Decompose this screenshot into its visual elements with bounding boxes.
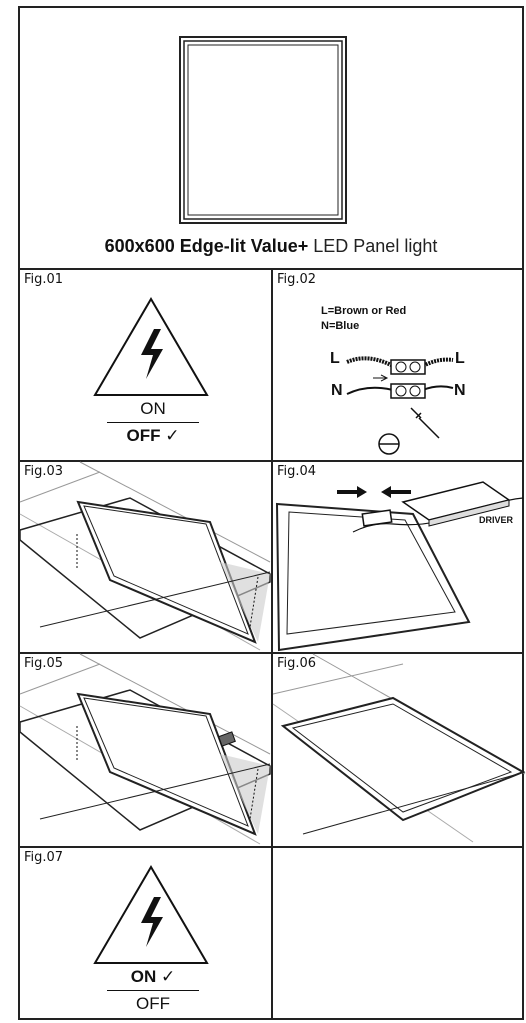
fig01-rule bbox=[107, 422, 199, 423]
n-right: N bbox=[454, 382, 466, 399]
fig01-off-text: OFF bbox=[126, 426, 161, 445]
fig02-label: Fig.02 bbox=[277, 272, 317, 287]
driver-box-icon bbox=[401, 481, 511, 527]
fig07-on-row: ON ✓ bbox=[101, 966, 205, 988]
fig04-label: Fig.04 bbox=[277, 464, 317, 479]
fig03-label: Fig.03 bbox=[24, 464, 64, 479]
fig01-on-text: ON bbox=[140, 399, 166, 418]
panel-light-icon bbox=[179, 36, 347, 224]
column-divider bbox=[271, 268, 273, 1020]
l-right: L bbox=[455, 350, 465, 367]
l-left: L bbox=[330, 350, 340, 367]
fig05-label: Fig.05 bbox=[24, 656, 64, 671]
product-title-bold: 600x600 Edge-lit Value+ bbox=[104, 236, 309, 256]
fig07-switch: ON ✓ OFF bbox=[101, 966, 205, 1015]
product-title: 600x600 Edge-lit Value+ LED Panel light bbox=[18, 236, 524, 257]
fig05-install-diagram bbox=[19, 653, 271, 845]
fig07-rule bbox=[107, 990, 199, 991]
product-title-light: LED Panel light bbox=[308, 236, 438, 256]
fig07-label: Fig.07 bbox=[24, 850, 64, 865]
fig03-install-diagram bbox=[19, 461, 271, 651]
check-icon: ✓ bbox=[165, 426, 180, 445]
legend-n: N=Blue bbox=[321, 320, 360, 332]
fig06-installed-panel bbox=[272, 653, 526, 843]
fig01-switch: ON OFF ✓ bbox=[101, 398, 205, 447]
driver-label: DRIVER bbox=[479, 515, 514, 525]
electric-hazard-icon bbox=[93, 865, 209, 964]
check-icon: ✓ bbox=[160, 967, 176, 986]
fig01-off-row: OFF ✓ bbox=[101, 425, 205, 447]
fig01-label: Fig.01 bbox=[24, 272, 64, 287]
fig06-label: Fig.06 bbox=[277, 656, 317, 671]
fig07-off-text: OFF bbox=[136, 994, 170, 1013]
legend-l: L=Brown or Red bbox=[321, 305, 407, 317]
arrow-icon bbox=[381, 486, 411, 498]
wiring-diagram bbox=[346, 356, 454, 455]
screwdriver-icon bbox=[378, 407, 440, 455]
n-left: N bbox=[331, 382, 343, 399]
arrow-icon bbox=[337, 486, 367, 498]
fig04-connect-driver bbox=[275, 481, 524, 652]
fig07-on-text: ON bbox=[130, 967, 157, 986]
electric-hazard-icon bbox=[93, 297, 209, 396]
